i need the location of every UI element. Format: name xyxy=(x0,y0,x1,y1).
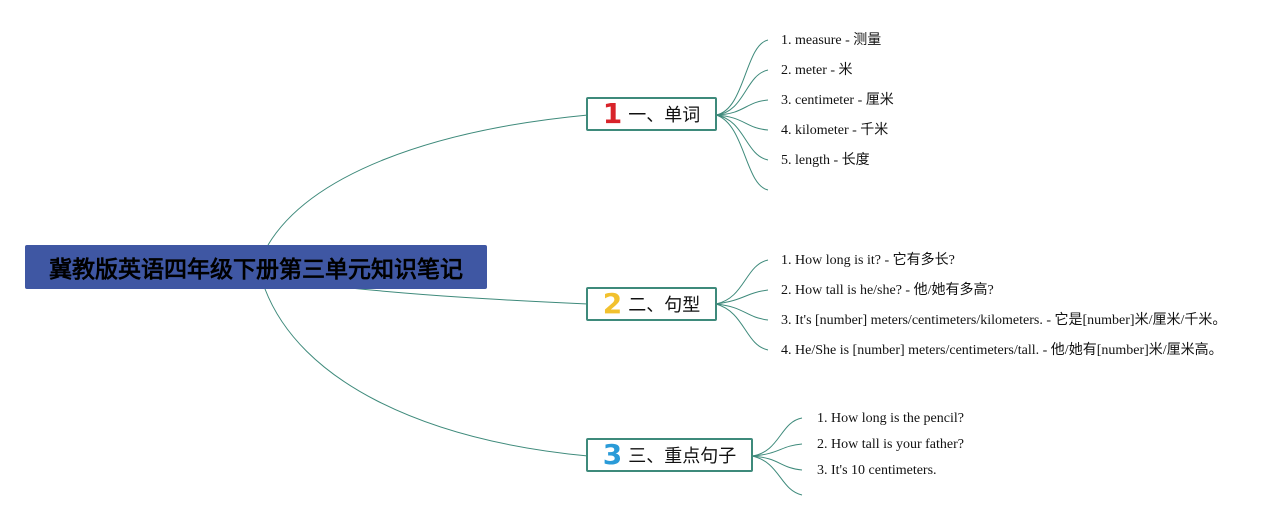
leaf-item: 2. meter - 米 xyxy=(781,63,853,78)
leaf-item: 2. How tall is he/she? - 他/她有多高? xyxy=(781,283,994,298)
leaf-item: 1. How long is the pencil? xyxy=(817,411,964,426)
number-three-icon: 3 xyxy=(602,438,623,471)
branch-key-sentences[interactable]: 3 三、重点句子 xyxy=(586,438,753,472)
number-one-icon: 1 xyxy=(602,97,623,130)
leaf-item: 3. centimeter - 厘米 xyxy=(781,93,894,108)
branch-sentence-patterns[interactable]: 2 二、句型 xyxy=(586,287,717,321)
branch-vocabulary[interactable]: 1 一、单词 xyxy=(586,97,717,131)
leaf-item: 4. He/She is [number] meters/centimeters… xyxy=(781,343,1223,358)
leaf-item: 1. measure - 测量 xyxy=(781,33,882,48)
leaf-item: 2. How tall is your father? xyxy=(817,437,964,452)
leaf-item: 3. It's 10 centimeters. xyxy=(817,463,937,478)
branch-label: 二、句型 xyxy=(628,295,701,316)
leaf-item: 5. length - 长度 xyxy=(781,153,870,168)
number-two-icon: 2 xyxy=(602,287,623,320)
leaf-item: 1. How long is it? - 它有多长? xyxy=(781,253,955,268)
leaf-item: 3. It's [number] meters/centimeters/kilo… xyxy=(781,313,1227,328)
branch-label: 三、重点句子 xyxy=(628,446,737,467)
leaf-item: 4. kilometer - 千米 xyxy=(781,123,889,138)
branch-label: 一、单词 xyxy=(628,105,701,126)
root-title: 冀教版英语四年级下册第三单元知识笔记 xyxy=(25,245,487,289)
